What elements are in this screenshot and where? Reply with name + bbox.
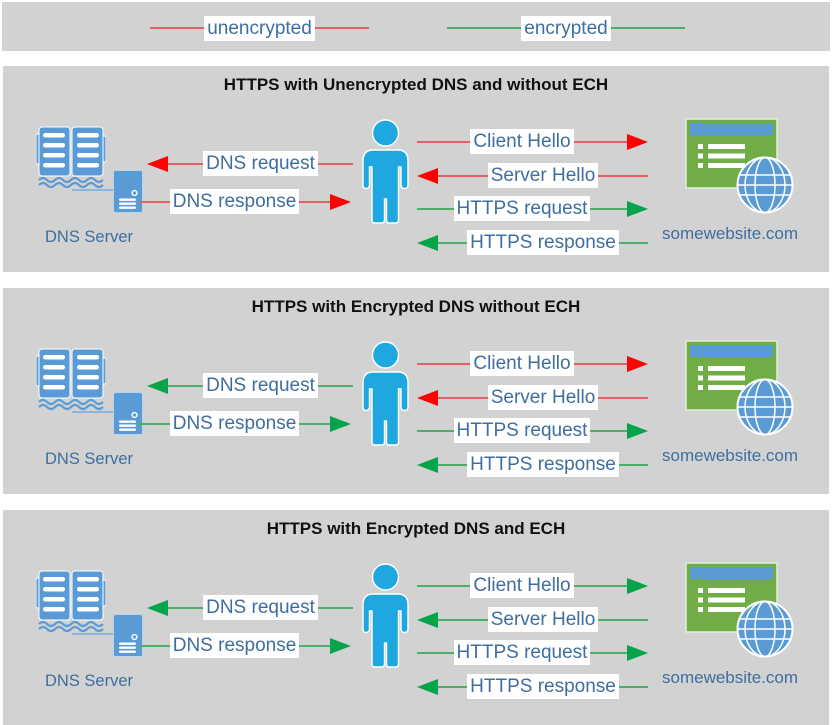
arrow-label: HTTPS response (467, 452, 619, 477)
arrowhead-left-icon (417, 611, 438, 628)
globe-icon (736, 378, 794, 436)
website-label: somewebsite.com (662, 668, 799, 687)
legend-line (610, 27, 686, 29)
https-request-arrow: HTTPS request (417, 195, 648, 222)
scenario-panel-0: HTTPS with Unencrypted DNS and without E… (3, 66, 829, 272)
dns-server-label: DNS Server (45, 228, 134, 246)
dns-response-arrow: DNS response (139, 632, 351, 659)
arrowhead-right-icon (627, 644, 648, 661)
arrow-label: Client Hello (470, 573, 574, 598)
dns-request-arrow: DNS request (147, 594, 353, 621)
dns-request-arrow: DNS request (147, 372, 353, 399)
arrowhead-right-icon (330, 415, 351, 432)
dns-server-icon (113, 170, 143, 213)
arrow-label: DNS response (169, 633, 300, 658)
arrowhead-left-icon (147, 155, 168, 172)
server-hello-arrow: Server Hello (417, 384, 649, 411)
book-server-connector (72, 633, 113, 635)
dns-response-arrow: DNS response (139, 188, 351, 215)
https-response-arrow: HTTPS response (417, 451, 649, 478)
arrowhead-left-icon (417, 678, 438, 695)
arrow-label: HTTPS request (453, 418, 591, 443)
dns-request-arrow: DNS request (147, 150, 353, 177)
arrow-label: DNS request (203, 151, 318, 176)
panel-title: HTTPS with Encrypted DNS and ECH (266, 519, 566, 538)
scenario-panel-2: HTTPS with Encrypted DNS and ECH (3, 510, 829, 725)
https-response-arrow: HTTPS response (417, 673, 649, 700)
website-browser-globe-icon (685, 118, 794, 214)
arrow-label: Server Hello (487, 385, 599, 410)
legend-label: unencrypted (204, 15, 315, 41)
book-server-connector (72, 411, 113, 413)
arrowhead-left-icon (147, 377, 168, 394)
panel-title: HTTPS with Encrypted DNS without ECH (251, 297, 581, 316)
arrowhead-right-icon (627, 200, 648, 217)
user-person-icon (362, 563, 409, 668)
arrowhead-right-icon (627, 422, 648, 439)
scenario-panel-1: HTTPS with Encrypted DNS without ECH (3, 288, 829, 494)
legend-line (150, 27, 205, 29)
dns-book-icon (36, 570, 106, 633)
arrow-label: HTTPS request (453, 196, 591, 221)
legend-line (314, 27, 370, 29)
globe-icon (736, 156, 794, 214)
arrow-label: Client Hello (470, 351, 574, 376)
arrowhead-right-icon (627, 133, 648, 150)
arrowhead-right-icon (330, 193, 351, 210)
legend-item-unencrypted: unencrypted (150, 13, 370, 43)
arrowhead-right-icon (627, 577, 648, 594)
panel-title: HTTPS with Unencrypted DNS and without E… (223, 75, 609, 94)
website-browser-globe-icon (685, 562, 794, 658)
website-label: somewebsite.com (662, 224, 799, 243)
dns-response-arrow: DNS response (139, 410, 351, 437)
arrowhead-right-icon (627, 355, 648, 372)
https-response-arrow: HTTPS response (417, 229, 649, 256)
globe-icon (736, 600, 794, 658)
server-hello-arrow: Server Hello (417, 606, 649, 633)
arrow-label: DNS response (169, 411, 300, 436)
legend-bar: unencrypted encrypted (2, 2, 830, 51)
client-hello-arrow: Client Hello (417, 572, 648, 599)
arrow-label: DNS request (203, 595, 318, 620)
https-request-arrow: HTTPS request (417, 417, 648, 444)
website-browser-globe-icon (685, 340, 794, 436)
dns-server-label: DNS Server (45, 672, 134, 690)
dns-server-label: DNS Server (45, 450, 134, 468)
legend-line (447, 27, 522, 29)
legend-item-encrypted: encrypted (447, 13, 686, 43)
dns-server-icon (113, 392, 143, 435)
arrowhead-right-icon (330, 637, 351, 654)
dns-server-icon (113, 614, 143, 657)
client-hello-arrow: Client Hello (417, 128, 648, 155)
arrow-label: HTTPS response (467, 674, 619, 699)
server-hello-arrow: Server Hello (417, 162, 649, 189)
arrowhead-left-icon (417, 389, 438, 406)
https-request-arrow: HTTPS request (417, 639, 648, 666)
arrow-label: Server Hello (487, 607, 599, 632)
user-person-icon (362, 341, 409, 446)
arrowhead-left-icon (147, 599, 168, 616)
dns-book-icon (36, 348, 106, 411)
arrow-label: DNS request (203, 373, 318, 398)
arrow-label: HTTPS request (453, 640, 591, 665)
dns-book-icon (36, 126, 106, 189)
arrow-label: HTTPS response (467, 230, 619, 255)
arrow-label: Server Hello (487, 163, 599, 188)
user-person-icon (362, 119, 409, 224)
arrowhead-left-icon (417, 234, 438, 251)
arrowhead-left-icon (417, 167, 438, 184)
arrow-label: DNS response (169, 189, 300, 214)
website-label: somewebsite.com (662, 446, 799, 465)
legend-label: encrypted (521, 15, 611, 41)
client-hello-arrow: Client Hello (417, 350, 648, 377)
arrow-label: Client Hello (470, 129, 574, 154)
arrowhead-left-icon (417, 456, 438, 473)
book-server-connector (72, 189, 113, 191)
